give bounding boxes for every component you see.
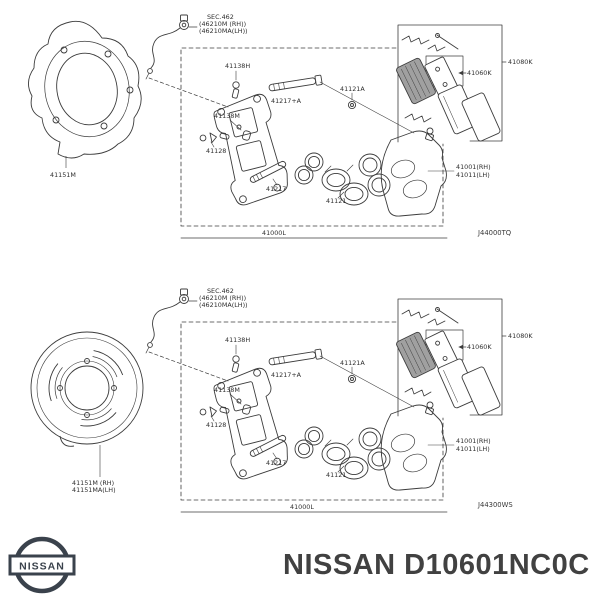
parts-diagram-front-brake-1: SEC.462 (46210M (RH)) (46210MA(LH)) 4113… xyxy=(28,13,533,239)
label-inlet-plug: 41121A xyxy=(340,85,365,93)
diagram-code: J44000TQ xyxy=(477,229,511,237)
sec-note-line1: SEC.462 xyxy=(207,287,234,295)
label-pin-bolt: 41138H xyxy=(225,62,250,70)
label-slide-pin-lower: 41217 xyxy=(266,185,286,193)
brand-name: NISSAN xyxy=(283,549,396,581)
label-pad-kit: 41060K xyxy=(467,343,492,351)
nissan-logo-text: NISSAN xyxy=(19,561,65,573)
sec-note-line3: (46210MA(LH)) xyxy=(199,27,248,35)
label-brake-assembly: 41000L xyxy=(262,229,286,237)
sec-note-line2: (46210M (RH)) xyxy=(199,20,246,28)
label-hardware-kit: 41080K xyxy=(508,58,533,66)
label-slide-pin-upper: 41217+A xyxy=(271,97,302,105)
label-hardware-kit: 41080K xyxy=(508,332,533,340)
label-pin-bushing: 41138M xyxy=(214,386,240,394)
diagram-code: J44300WS xyxy=(477,501,513,509)
parts-diagram-front-brake-2: SEC.462 (46210M (RH)) (46210MA(LH)) 4113… xyxy=(30,287,533,513)
label-caliper-lh: 41011(LH) xyxy=(456,171,490,179)
splash-shield-vented xyxy=(30,331,144,477)
splash-shield xyxy=(28,20,142,168)
label-slide-pin-lower: 41217 xyxy=(266,459,286,467)
label-bleeder-valve: 41128 xyxy=(206,421,226,429)
label-caliper-lh: 41011(LH) xyxy=(456,445,490,453)
label-bleeder-valve: 41128 xyxy=(206,147,226,155)
label-pin-bushing: 41138M xyxy=(214,112,240,120)
part-number: D10601NC0C xyxy=(404,549,590,581)
label-inlet-plug: 41121A xyxy=(340,359,365,367)
sec-note-line3: (46210MA(LH)) xyxy=(199,301,248,309)
label-caliper-rh: 41001(RH) xyxy=(456,437,491,445)
label-piston: 41121 xyxy=(326,471,346,479)
label-caliper-rh: 41001(RH) xyxy=(456,163,491,171)
label-splash-shield: 41151M xyxy=(50,171,76,179)
nissan-logo-bar xyxy=(8,554,76,576)
label-pad-kit: 41060K xyxy=(467,69,492,77)
label-slide-pin-upper: 41217+A xyxy=(271,371,302,379)
label-splash-shield-lh: 41151MA(LH) xyxy=(72,486,116,494)
part-number-line: NISSAN D10601NC0C xyxy=(283,549,590,582)
sec-note-line2: (46210M (RH)) xyxy=(199,294,246,302)
footer: NISSAN NISSAN D10601NC0C xyxy=(0,533,600,600)
nissan-logo: NISSAN xyxy=(8,536,76,594)
label-brake-assembly: 41000L xyxy=(290,503,314,511)
label-piston: 41121 xyxy=(326,197,346,205)
label-pin-bolt: 41138H xyxy=(225,336,250,344)
label-splash-shield-rh: 41151M (RH) xyxy=(72,479,114,487)
sec-note-line1: SEC.462 xyxy=(207,13,234,21)
